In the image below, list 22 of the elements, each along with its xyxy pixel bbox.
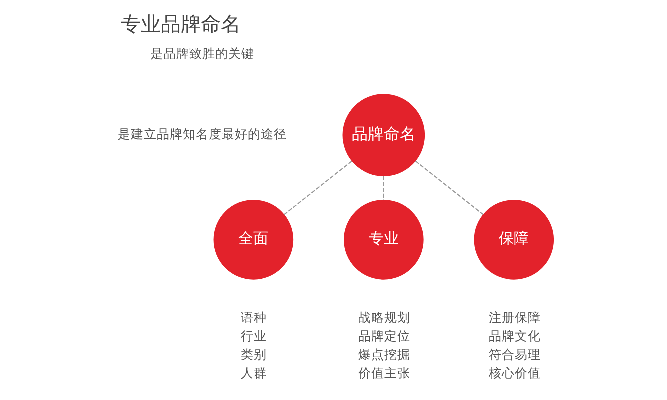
node-label: 品牌定位 (358, 328, 411, 344)
node-label: 符合易理 (488, 346, 541, 362)
node-label: 战略规划 (358, 310, 411, 325)
label: 是品牌致胜的关键 (150, 46, 254, 61)
node-label: 爆点挖掘 (358, 346, 411, 362)
label: 是建立品牌知名度最好的途径 (118, 126, 287, 142)
connector (383, 176, 384, 200)
connector (284, 160, 352, 216)
node-label: 价值主张 (358, 365, 411, 380)
node-label: 品牌文化 (488, 328, 541, 344)
node-label: 行业 (241, 328, 268, 344)
node-label: 注册保障 (488, 310, 541, 325)
connector (415, 160, 484, 216)
node-label: 语种 (241, 310, 268, 325)
node-circle: 品牌命名 (342, 94, 426, 176)
node-circle: 全面 (214, 200, 294, 280)
node-label: 核心价值 (488, 365, 541, 380)
diagram-title: 专业品牌命名 (121, 12, 241, 36)
node-circle: 保障 (474, 200, 554, 280)
node-label: 类别 (241, 346, 268, 362)
node-label: 人群 (241, 365, 268, 380)
node-circle: 专业 (344, 200, 424, 280)
